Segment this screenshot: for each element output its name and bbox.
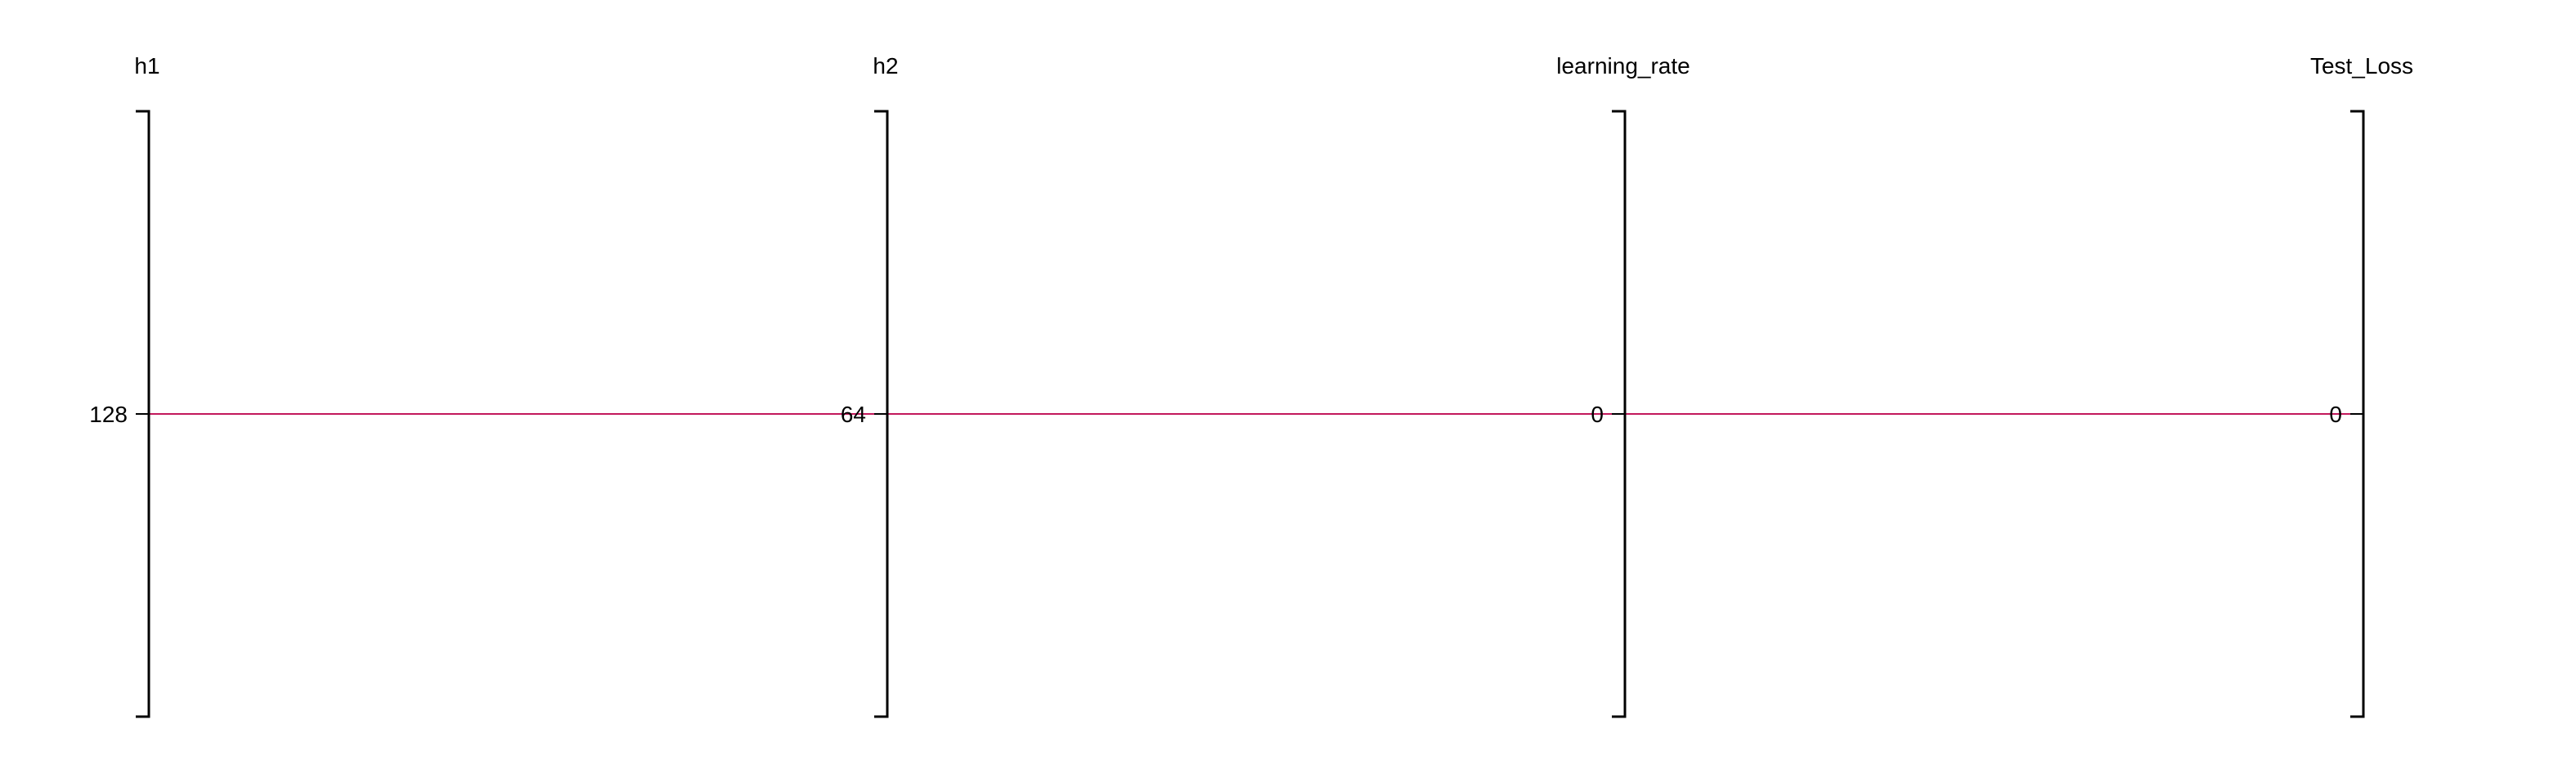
tick-label: 0 (2329, 402, 2342, 427)
axis-title: learning_rate (1556, 53, 1690, 79)
axis-title: Test_Loss (2310, 53, 2413, 79)
tick-label: 128 (89, 402, 128, 427)
tick-label: 0 (1591, 402, 1604, 427)
axis-h2: h2 64 (841, 53, 899, 718)
axis-learning-rate: learning_rate 0 (1556, 53, 1690, 718)
axes-layer: h1 128 h2 64 learning_rate 0 Test_Loss 0 (89, 53, 2413, 718)
axis-h1: h1 128 (89, 53, 160, 718)
axis-title: h1 (134, 53, 159, 79)
axis-test-loss: Test_Loss 0 (2310, 53, 2413, 718)
axis-title: h2 (873, 53, 898, 79)
tick-label: 64 (841, 402, 866, 427)
